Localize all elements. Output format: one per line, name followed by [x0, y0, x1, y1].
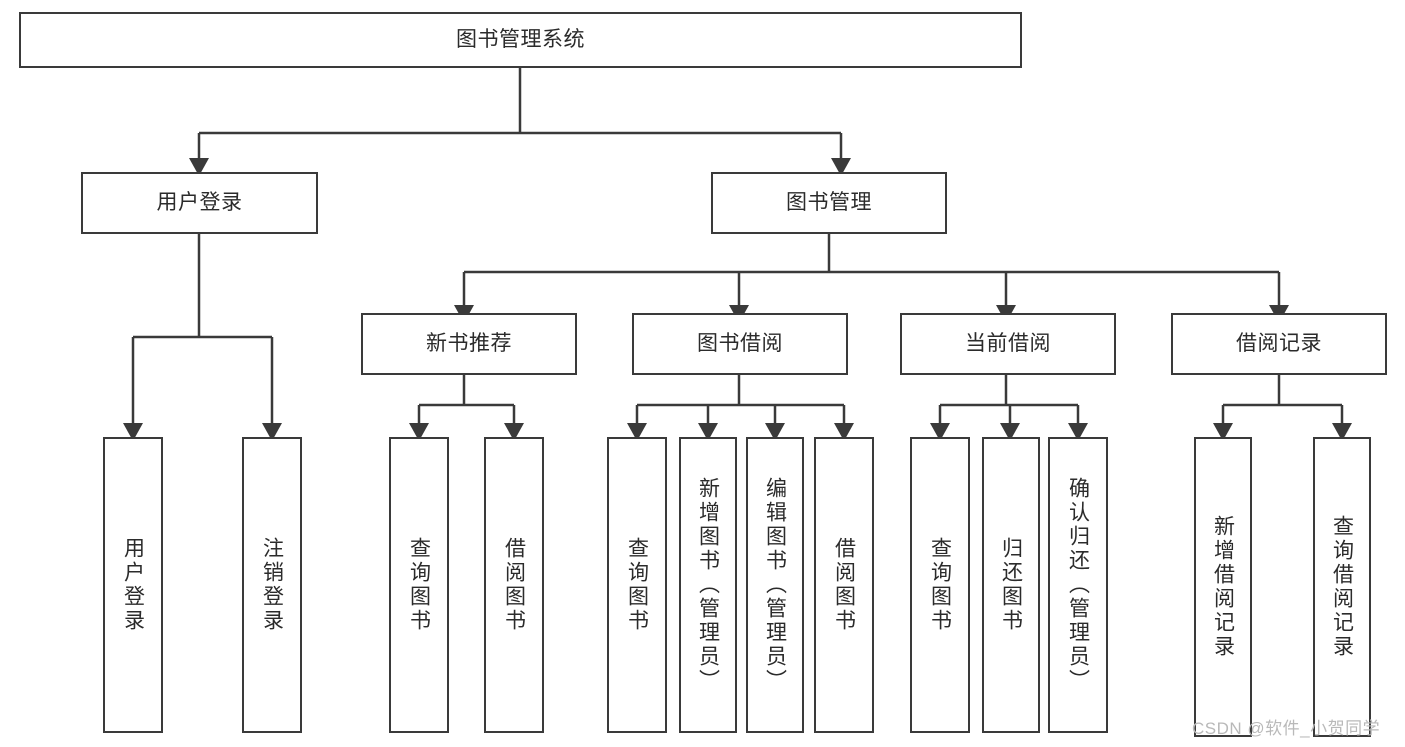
leaf-borrow-borrow-book[interactable]: 借阅图书	[814, 437, 874, 733]
leaf-new-book-borrow[interactable]: 借阅图书	[484, 437, 544, 733]
node-label: 用户登录	[156, 190, 243, 214]
node-label: 编辑图书（管理员）	[763, 477, 787, 693]
leaf-borrow-query-book[interactable]: 查询图书	[607, 437, 667, 733]
node-label: 注销登录	[260, 537, 284, 633]
node-book-management[interactable]: 图书管理	[711, 172, 947, 234]
node-label: 确认归还（管理员）	[1066, 477, 1090, 693]
leaf-borrow-edit-book-admin[interactable]: 编辑图书（管理员）	[746, 437, 804, 733]
node-label: 图书管理	[786, 190, 872, 214]
node-label: 借阅图书	[502, 537, 526, 633]
node-root-system[interactable]: 图书管理系统	[19, 12, 1022, 68]
leaf-record-query-record[interactable]: 查询借阅记录	[1313, 437, 1371, 737]
node-label: 查询图书	[407, 537, 431, 633]
node-label: 查询借阅记录	[1330, 515, 1354, 659]
node-user-login[interactable]: 用户登录	[81, 172, 318, 234]
node-label: 新增图书（管理员）	[696, 477, 720, 693]
node-label: 图书管理系统	[456, 27, 585, 51]
leaf-current-confirm-return-admin[interactable]: 确认归还（管理员）	[1048, 437, 1108, 733]
node-borrow-record[interactable]: 借阅记录	[1171, 313, 1387, 375]
node-new-book-recommend[interactable]: 新书推荐	[361, 313, 577, 375]
node-label: 用户登录	[121, 537, 145, 633]
leaf-user-login-signin[interactable]: 用户登录	[103, 437, 163, 733]
node-label: 查询图书	[928, 537, 952, 633]
node-label: 借阅记录	[1236, 331, 1322, 355]
node-label: 当前借阅	[965, 331, 1051, 355]
node-label: 图书借阅	[697, 331, 783, 355]
node-current-borrow[interactable]: 当前借阅	[900, 313, 1116, 375]
node-label: 归还图书	[999, 537, 1023, 633]
leaf-record-add-record[interactable]: 新增借阅记录	[1194, 437, 1252, 737]
leaf-current-return-book[interactable]: 归还图书	[982, 437, 1040, 733]
leaf-borrow-add-book-admin[interactable]: 新增图书（管理员）	[679, 437, 737, 733]
node-label: 借阅图书	[832, 537, 856, 633]
node-label: 新书推荐	[426, 331, 512, 355]
leaf-current-query-book[interactable]: 查询图书	[910, 437, 970, 733]
node-label: 新增借阅记录	[1211, 515, 1235, 659]
leaf-user-login-signout[interactable]: 注销登录	[242, 437, 302, 733]
node-label: 查询图书	[625, 537, 649, 633]
node-book-borrow[interactable]: 图书借阅	[632, 313, 848, 375]
leaf-new-book-query[interactable]: 查询图书	[389, 437, 449, 733]
